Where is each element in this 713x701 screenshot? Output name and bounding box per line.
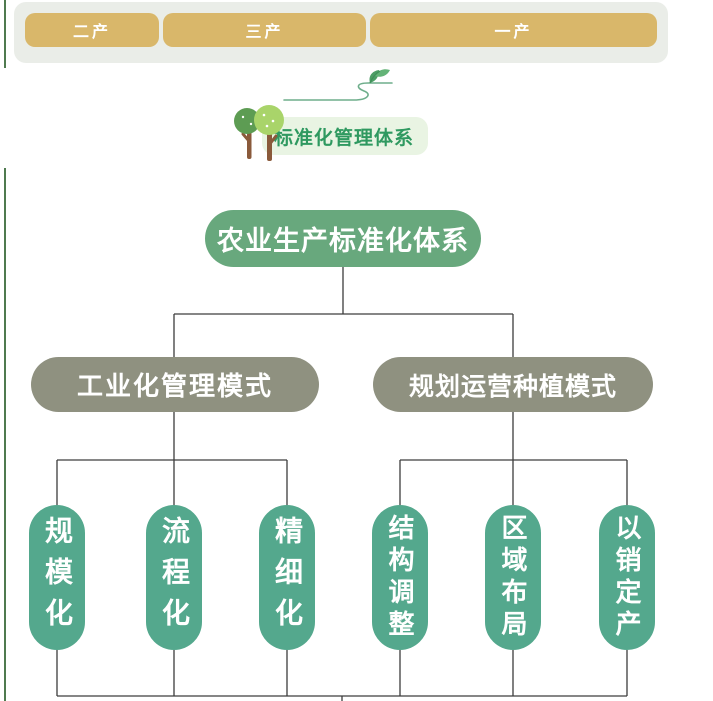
- tab-primary-industry[interactable]: 一产: [370, 13, 657, 47]
- left-edge-rule-top: [4, 0, 6, 68]
- leaf-flourish-icon: [283, 69, 393, 101]
- tab-bar: 二产 三产 一产: [14, 2, 668, 63]
- chart-leaf-sales-driven: 以销定产: [599, 505, 655, 650]
- section-title: 标准化管理体系: [273, 127, 414, 149]
- chart-node-root-label: 农业生产标准化体系: [217, 226, 469, 256]
- chart-node-branch-label: 规划运营种植模式: [408, 372, 617, 401]
- connector-branch1-to-leaves: [56, 412, 288, 505]
- chart-leaf-label: 区域布局: [498, 513, 528, 642]
- tab-secondary-industry[interactable]: 二产: [25, 13, 159, 47]
- chart-leaf-label: 流程化: [159, 516, 190, 639]
- connector-branch2-to-leaves: [399, 412, 628, 505]
- chart-leaf-process: 流程化: [146, 505, 202, 650]
- chart-leaf-refinement: 精细化: [259, 505, 315, 650]
- left-edge-rule-bottom: [4, 168, 6, 701]
- connector-root-to-branches: [173, 267, 514, 357]
- chart-node-branch-label: 工业化管理模式: [76, 371, 273, 401]
- section-header: 标准化管理体系: [262, 117, 428, 155]
- chart-leaf-structure-adjustment: 结构调整: [372, 505, 428, 650]
- chart-leaf-label: 精细化: [272, 516, 303, 639]
- trees-icon: [234, 105, 284, 161]
- chart-leaf-label: 以销定产: [612, 513, 642, 642]
- connector-leaves-to-bottom: [56, 650, 628, 701]
- chart-node-branch-planning: 规划运营种植模式: [373, 357, 653, 412]
- chart-node-root: 农业生产标准化体系: [205, 210, 481, 267]
- tab-tertiary-industry[interactable]: 三产: [163, 13, 366, 47]
- chart-leaf-scale: 规模化: [29, 505, 85, 650]
- chart-leaf-label: 结构调整: [385, 513, 415, 642]
- chart-node-branch-industrial: 工业化管理模式: [31, 357, 319, 412]
- chart-leaf-regional-layout: 区域布局: [485, 505, 541, 650]
- chart-leaf-label: 规模化: [42, 516, 73, 639]
